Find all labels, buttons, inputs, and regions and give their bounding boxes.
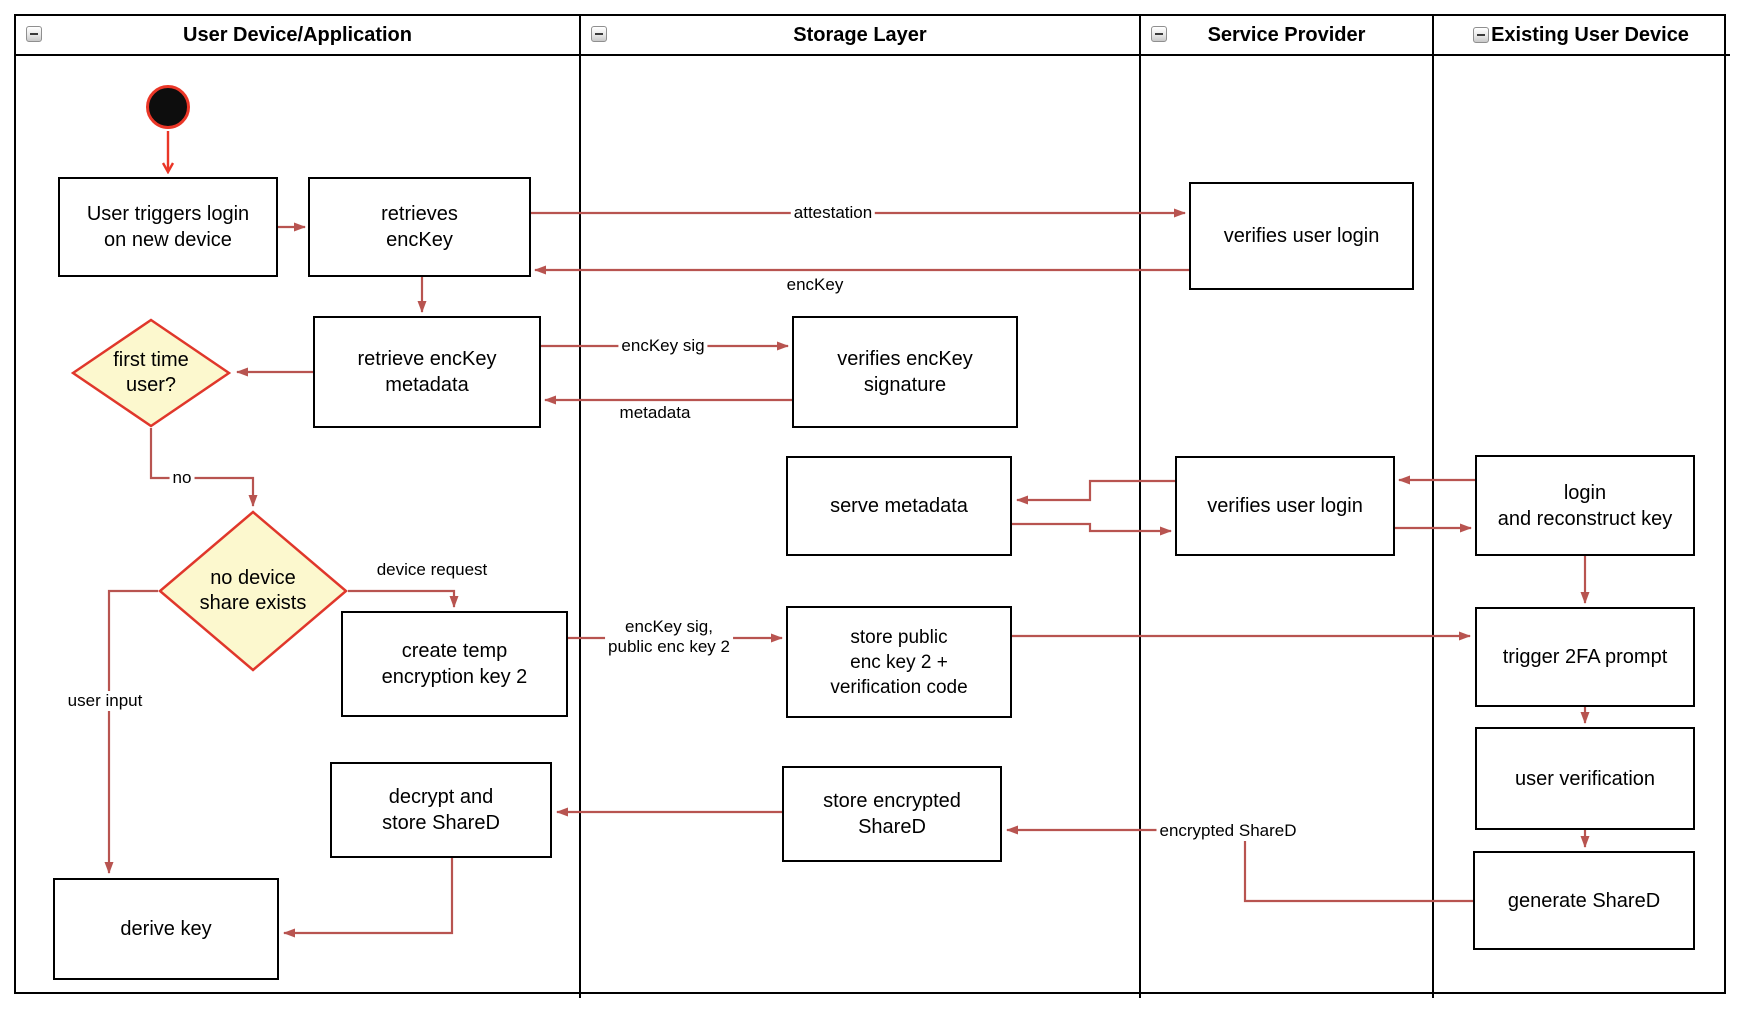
collapse-icon[interactable] <box>591 26 607 42</box>
lane-title: Service Provider <box>1207 23 1366 46</box>
lane-header-storage-layer[interactable]: Storage Layer <box>581 16 1139 54</box>
edge-label-enckey-sig: encKey sig <box>618 336 708 356</box>
node-label: verifies encKey signature <box>837 348 973 396</box>
node-label: serve metadata <box>830 495 968 517</box>
edge-label-metadata: metadata <box>616 403 694 423</box>
edge-label-enckey: encKey <box>783 275 847 295</box>
diamond-shape <box>71 318 231 428</box>
lane-divider-1 <box>579 14 581 998</box>
edge-label-user-input: user input <box>64 691 146 711</box>
minus-icon <box>1155 33 1163 35</box>
minus-icon <box>595 33 603 35</box>
node-decrypt-and-store-shared[interactable]: decrypt and store ShareD <box>330 762 552 858</box>
collapse-icon[interactable] <box>26 26 42 42</box>
decision-label: first time user? <box>113 349 189 396</box>
node-label: user verification <box>1514 767 1656 790</box>
lane-header-service-provider[interactable]: Service Provider <box>1141 16 1432 54</box>
node-serve-metadata[interactable]: serve metadata <box>786 456 1012 556</box>
node-verifies-user-login-top[interactable]: verifies user login <box>1189 182 1414 290</box>
node-trigger-2fa-prompt[interactable]: trigger 2FA prompt <box>1475 607 1695 707</box>
node-generate-shared[interactable]: generate ShareD <box>1473 851 1695 950</box>
edge-label-encrypted-shared: encrypted ShareD <box>1156 821 1300 841</box>
node-store-public-enc-key[interactable]: store public enc key 2 + verification co… <box>786 606 1012 718</box>
lane-divider-2 <box>1139 14 1141 998</box>
node-retrieves-enckey[interactable]: retrieves encKey <box>308 177 531 277</box>
node-login-and-reconstruct-key[interactable]: login and reconstruct key <box>1475 455 1695 556</box>
lane-divider-3 <box>1432 14 1434 998</box>
node-label: trigger 2FA prompt <box>1502 646 1668 668</box>
node-label: create temp encryption key 2 <box>381 640 528 688</box>
node-label: verifies user login <box>1207 495 1363 517</box>
lane-header-user-device[interactable]: User Device/Application <box>16 16 579 54</box>
node-label: store encrypted ShareD <box>823 790 961 838</box>
edge-label-enckey-sig-public: encKey sig, public enc key 2 <box>605 617 733 657</box>
node-retrieve-enckey-metadata[interactable]: retrieve encKey metadata <box>313 316 541 428</box>
node-label: User triggers login on new device <box>86 203 250 251</box>
diamond-shape <box>158 510 348 672</box>
lane-title: Existing User Device <box>1491 23 1689 46</box>
node-label: verifies user login <box>1223 225 1380 247</box>
decision-first-time-user[interactable]: first time user? <box>71 318 231 428</box>
node-derive-key[interactable]: derive key <box>53 878 279 980</box>
lane-header-existing-user-device[interactable]: Existing User Device <box>1434 16 1728 54</box>
node-verifies-enckey-signature[interactable]: verifies encKey signature <box>792 316 1018 428</box>
start-node[interactable] <box>146 85 190 129</box>
edge-label-attestation: attestation <box>790 203 876 223</box>
node-user-triggers-login[interactable]: User triggers login on new device <box>58 177 278 277</box>
node-label: store public enc key 2 + verification co… <box>830 626 968 698</box>
node-create-temp-encryption-key[interactable]: create temp encryption key 2 <box>341 611 568 717</box>
lane-title: User Device/Application <box>183 23 412 46</box>
node-label: generate ShareD <box>1507 889 1661 912</box>
edge-label-no: no <box>169 468 195 488</box>
header-separator <box>14 54 1730 56</box>
edge-label-device-request: device request <box>373 560 491 580</box>
node-label: decrypt and store ShareD <box>382 786 500 834</box>
node-user-verification[interactable]: user verification <box>1475 727 1695 830</box>
node-verifies-user-login-mid[interactable]: verifies user login <box>1175 456 1395 556</box>
node-label: retrieve encKey metadata <box>357 348 497 396</box>
decision-no-device-share[interactable]: no device share exists <box>158 510 348 672</box>
decision-label: no device share exists <box>199 567 307 614</box>
minus-icon <box>30 33 38 35</box>
node-label: retrieves encKey <box>381 203 458 251</box>
collapse-icon[interactable] <box>1473 27 1490 43</box>
minus-icon <box>1477 34 1486 36</box>
node-store-encrypted-shared[interactable]: store encrypted ShareD <box>782 766 1002 862</box>
lane-title: Storage Layer <box>793 23 927 46</box>
collapse-icon[interactable] <box>1151 26 1167 42</box>
node-label: login and reconstruct key <box>1497 481 1673 530</box>
node-label: derive key <box>120 918 212 940</box>
